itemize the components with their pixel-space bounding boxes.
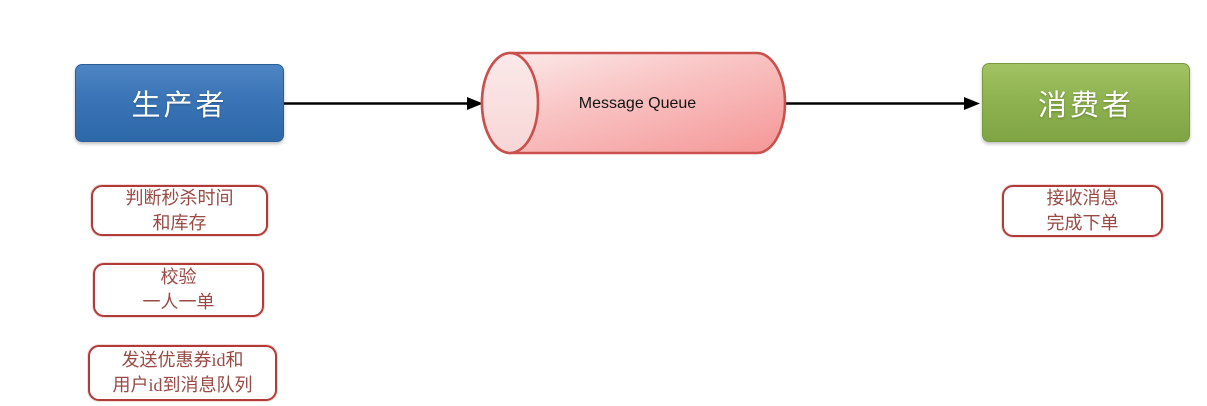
consumer-label: 消费者	[1037, 89, 1134, 122]
step-line: 一人一单	[142, 292, 215, 312]
step-line: 校验	[160, 267, 197, 287]
consumer-node: 消费者	[982, 63, 1190, 142]
cylinder-cap	[480, 51, 540, 155]
step-line: 接收消息	[1046, 188, 1119, 208]
message-queue-cylinder	[480, 51, 787, 155]
step-send-ids-to-queue: 发送优惠券id和 用户id到消息队列	[88, 345, 277, 401]
step-verify-one-order-per-user: 校验 一人一单	[93, 263, 264, 317]
step-line: 发送优惠券id和	[121, 350, 244, 370]
step-line: 和库存	[152, 212, 207, 233]
step-line: 用户id到消息队列	[112, 375, 253, 395]
step-check-time-and-stock: 判断秒杀时间 和库存	[91, 185, 268, 236]
arrow-queue-to-consumer	[786, 97, 980, 110]
message-queue-label: Message Queue	[578, 95, 697, 112]
producer-label: 生产者	[131, 90, 228, 122]
arrow-producer-to-queue	[284, 97, 483, 110]
step-line: 完成下单	[1046, 213, 1119, 233]
producer-node: 生产者	[75, 64, 284, 142]
step-line: 判断秒杀时间	[125, 187, 234, 208]
step-receive-message-complete-order: 接收消息 完成下单	[1002, 185, 1163, 237]
